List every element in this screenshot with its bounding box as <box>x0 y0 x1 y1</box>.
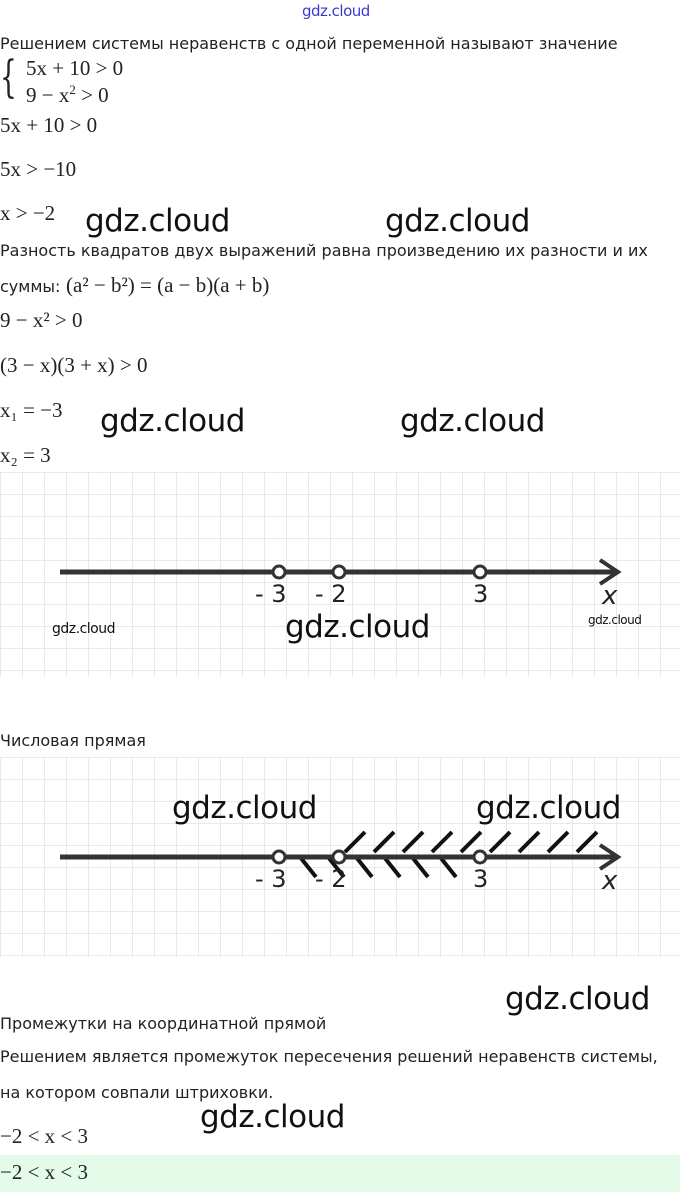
caption-number-line: Числовая прямая <box>0 731 146 750</box>
root-2: x₂ = 3 <box>0 443 51 467</box>
point-minus-2 <box>331 564 347 580</box>
diff-squares-text-2: суммы: <box>0 277 61 296</box>
label-minus-3: - 3 <box>255 580 287 608</box>
point-minus-3 <box>271 849 287 865</box>
step-4: 9 − x² > 0 <box>0 308 83 332</box>
watermark: gdz.cloud <box>505 981 650 1017</box>
conclusion-text-2: на котором совпали штриховки. <box>0 1083 274 1102</box>
watermark: gdz.cloud <box>100 403 245 439</box>
step-5: (3 − x)(3 + x) > 0 <box>0 353 148 377</box>
system-line-2: 9 − x2 > 0 <box>26 82 109 108</box>
intro-text: Решением системы неравенств с одной пере… <box>0 34 618 53</box>
hatch-stroke <box>438 855 458 879</box>
step-3: x > −2 <box>0 201 56 225</box>
hatch-stroke <box>459 830 483 854</box>
system-line-1: 5x + 10 > 0 <box>26 56 124 80</box>
axis-label: x <box>601 866 618 896</box>
watermark: gdz.cloud <box>588 613 642 627</box>
arrow-icon <box>598 558 622 586</box>
caption-intervals: Промежутки на координатной прямой <box>0 1014 327 1033</box>
label-minus-2: - 2 <box>315 865 347 893</box>
root-1: x₁ = −3 <box>0 398 63 422</box>
hatch-stroke <box>517 830 541 854</box>
hatch-stroke <box>372 830 396 854</box>
hatch-stroke <box>546 830 570 854</box>
diff-squares-text: Разность квадратов двух выражений равна … <box>0 241 648 260</box>
watermark: gdz.cloud <box>85 203 230 239</box>
label-minus-3: - 3 <box>255 865 287 893</box>
watermark: gdz.cloud <box>385 203 530 239</box>
label-minus-2: - 2 <box>315 580 347 608</box>
watermark: gdz.cloud <box>285 609 430 645</box>
hatching-between-roots <box>298 855 458 879</box>
arrow-icon <box>598 843 622 871</box>
point-3 <box>472 564 488 580</box>
hatch-stroke <box>575 830 599 854</box>
point-minus-2 <box>331 849 347 865</box>
point-3 <box>472 849 488 865</box>
system-line-2-exp: 2 <box>69 82 76 97</box>
hatch-stroke <box>382 855 402 879</box>
top-watermark: gdz.cloud <box>302 2 370 20</box>
watermark: gdz.cloud <box>200 1099 345 1135</box>
answer: −2 < x < 3 <box>0 1160 89 1184</box>
step-1: 5x + 10 > 0 <box>0 113 98 137</box>
hatching-x-gt-minus-2 <box>343 830 599 854</box>
hatch-stroke <box>298 855 318 879</box>
step-2: 5x > −10 <box>0 157 77 181</box>
label-3: 3 <box>473 865 488 893</box>
system-brace: { <box>0 52 17 103</box>
hatch-stroke <box>430 830 454 854</box>
hatch-stroke <box>401 830 425 854</box>
watermark: gdz.cloud <box>172 790 317 826</box>
system-line-2-base: 9 − x <box>26 83 70 107</box>
point-minus-3 <box>271 564 287 580</box>
hatch-stroke <box>488 830 512 854</box>
diff-squares-formula: (a² − b²) = (a − b)(a + b) <box>66 273 270 297</box>
hatch-stroke <box>343 830 367 854</box>
answer-box: −2 < x < 3 <box>0 1155 680 1192</box>
hatch-stroke <box>410 855 430 879</box>
system-line-2-rest: > 0 <box>75 83 109 107</box>
axis-label: x <box>601 581 618 611</box>
intervals-figure: - 3 - 2 3 x gdz.cloud gdz.cloud <box>0 757 680 957</box>
result: −2 < x < 3 <box>0 1124 89 1148</box>
conclusion-text: Решением является промежуток пересечения… <box>0 1047 658 1066</box>
label-3: 3 <box>473 580 488 608</box>
number-line-figure: - 3 - 2 3 x gdz.cloud gdz.cloud gdz.clou… <box>0 472 680 677</box>
watermark: gdz.cloud <box>476 790 621 826</box>
watermark: gdz.cloud <box>400 403 545 439</box>
watermark: gdz.cloud <box>52 621 115 637</box>
hatch-stroke <box>354 855 374 879</box>
hatch-stroke <box>326 855 346 879</box>
